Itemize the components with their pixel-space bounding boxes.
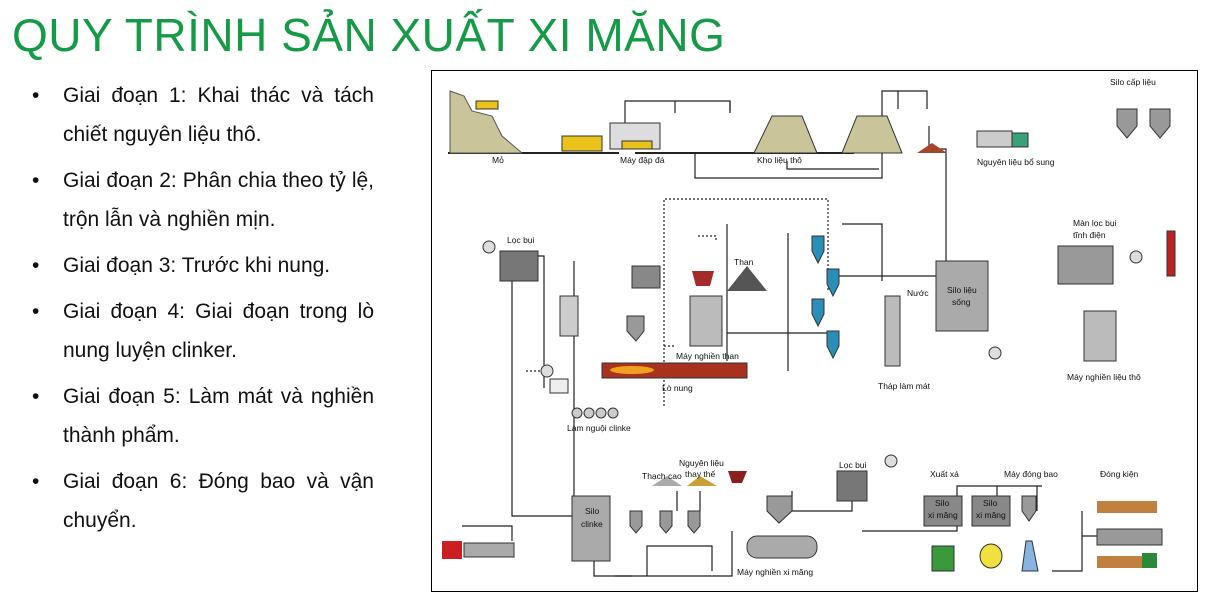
label-kiln: Lò nung [662, 383, 693, 393]
label-cement-silo-a-2: xi măng [928, 510, 958, 520]
clinker-cooler-icon [549, 378, 569, 394]
label-clinker-silo-2: clinke [581, 519, 603, 529]
process-illustration: Mỏ Máy đập đá Kho liệu thô Nguyên liệu b… [442, 77, 1176, 577]
diagram-labels: Mỏ Máy đập đá Kho liệu thô Nguyên liệu b… [492, 77, 1156, 577]
page-title: QUY TRÌNH SẢN XUẤT XI MĂNG [12, 9, 726, 61]
label-raw-silo-2: sống [952, 297, 971, 307]
label-dust-filter: Lọc bụi [507, 235, 535, 245]
stage-item: •Giai đoạn 3: Trước khi nung. [30, 246, 374, 285]
label-alt-material: Nguyên liệu [679, 458, 724, 468]
label-coal: Than [734, 257, 754, 267]
bullet-icon: • [32, 169, 40, 192]
cement-mill-icon [746, 535, 818, 559]
clinker-silo-icon [571, 495, 611, 562]
label-cement-silo-a: Silo [935, 498, 949, 508]
loader-icon [561, 135, 603, 152]
quarry-icon [449, 90, 524, 154]
coal-pile-icon [727, 266, 767, 291]
chimney-icon [1166, 230, 1176, 277]
label-feed-silo: Silo cấp liệu [1110, 77, 1156, 87]
dust-filter-icon [499, 250, 539, 282]
stage-item: •Giai đoạn 2: Phân chia theo tỷ lệ, trộn… [30, 161, 374, 239]
truck-icon [976, 130, 1013, 148]
label-quarry: Mỏ [492, 155, 504, 165]
label-packer: Máy đóng bao [1004, 469, 1058, 479]
fan-icon [482, 240, 496, 254]
clinker-truck-icon [442, 541, 462, 559]
label-clinker-silo: Silo [585, 506, 599, 516]
cement-process-diagram: Mỏ Máy đập đá Kho liệu thô Nguyên liệu b… [431, 70, 1198, 592]
label-palletizing: Đóng kiện [1100, 469, 1139, 479]
stage-item: •Giai đoạn 5: Làm mát và nghiền thành ph… [30, 377, 374, 455]
label-raw-store: Kho liệu thô [757, 155, 802, 165]
stage-list: •Giai đoạn 1: Khai thác và tách chiết ng… [30, 76, 374, 547]
label-crusher: Máy đập đá [620, 155, 665, 165]
label-cement-mill: Máy nghiền xi măng [737, 567, 813, 577]
dust-filter-icon [836, 470, 868, 502]
label-raw-silo: Silo liệu [947, 285, 977, 295]
bullet-icon: • [32, 470, 40, 493]
label-additives: Nguyên liệu bổ sung [977, 157, 1055, 167]
bullet-icon: • [32, 385, 40, 408]
label-bulk-export: Xuất xá [930, 469, 959, 479]
feed-silo-icon [1116, 108, 1138, 139]
pallet-icon [1097, 501, 1157, 513]
cooling-tower-icon [884, 295, 901, 367]
stage-item: •Giai đoạn 1: Khai thác và tách chiết ng… [30, 76, 374, 154]
label-dust-filter-2: Lọc bụi [839, 460, 867, 470]
bullet-icon: • [32, 300, 40, 323]
excavator-icon [475, 100, 499, 110]
cement-silo-icon [971, 495, 1011, 527]
feed-silo-icon [1149, 108, 1171, 139]
coal-hopper-icon [692, 271, 714, 286]
packer-hopper-icon [1021, 495, 1037, 522]
bulk-tanker-icon [979, 543, 1003, 569]
raw-stockpile-icon [841, 115, 903, 154]
label-clinker-cooling: Làm nguội clinke [567, 423, 631, 433]
preheater-cyclones [811, 235, 840, 360]
coal-mill-icon [689, 295, 723, 347]
label-raw-mill: Máy nghiền liệu thô [1067, 372, 1141, 382]
label-coal-mill: Máy nghiền than [676, 351, 739, 361]
cement-silo-icon [923, 495, 963, 527]
bullet-icon: • [32, 84, 40, 107]
label-esp-2: tĩnh điện [1073, 230, 1106, 240]
label-cement-silo-b-2: xi măng [976, 510, 1006, 520]
bullet-icon: • [32, 254, 40, 277]
label-esp: Màn lọc bụi [1073, 218, 1117, 228]
cooler-fans [571, 407, 619, 419]
rail-car-icon [1096, 528, 1163, 546]
label-gypsum: Thạch cao [642, 471, 682, 481]
packing-machine-icon [1021, 540, 1039, 572]
stage-item: •Giai đoạn 4: Giai đoạn trong lò nung lu… [30, 292, 374, 370]
label-water: Nước [907, 288, 929, 298]
raw-stockpile-icon [753, 115, 818, 154]
label-alt-material-2: thay thế [685, 469, 716, 479]
raw-mill-icon [1083, 310, 1117, 362]
bulk-truck-icon [931, 545, 955, 572]
raw-meal-silo-icon [935, 260, 989, 332]
heat-exchanger-icon [559, 295, 579, 337]
stage-item: •Giai đoạn 6: Đóng bao và vận chuyển. [30, 462, 374, 540]
label-cooling-tower: Tháp làm mát [878, 381, 931, 391]
electrostatic-filter-icon [1057, 245, 1114, 285]
additive-pile-icon [917, 143, 947, 153]
label-cement-silo-b: Silo [983, 498, 997, 508]
